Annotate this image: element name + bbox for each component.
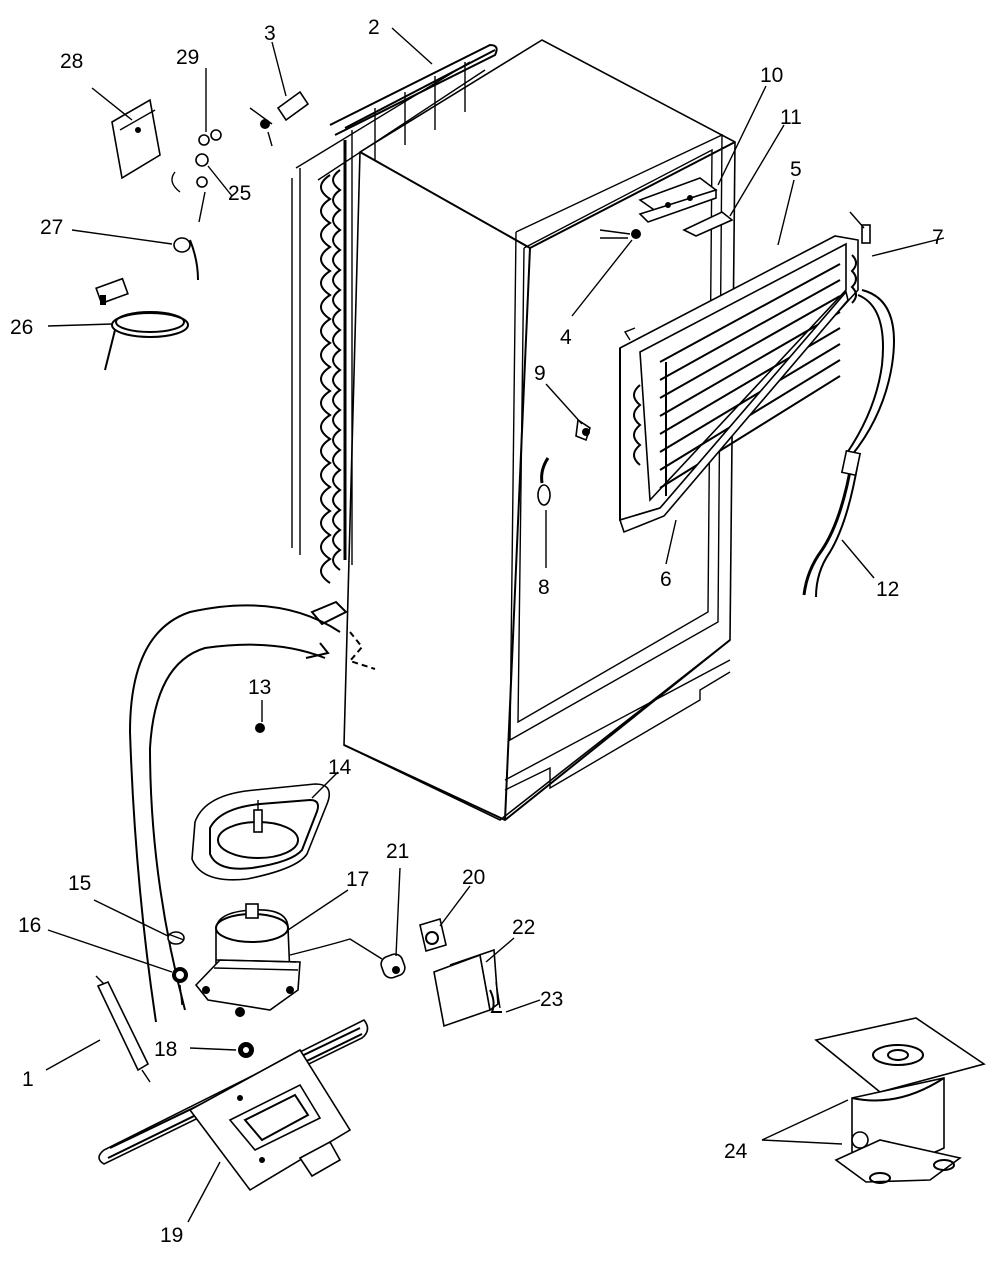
mounting-hardware bbox=[167, 931, 254, 1058]
callout-6: 6 bbox=[660, 568, 672, 591]
alternate-compressor bbox=[814, 1017, 986, 1184]
compressor bbox=[194, 903, 383, 1017]
callout-25: 25 bbox=[228, 182, 251, 205]
callout-5: 5 bbox=[790, 158, 802, 181]
callout-17: 17 bbox=[346, 868, 369, 891]
callout-1: 1 bbox=[22, 1068, 34, 1091]
callout-22: 22 bbox=[512, 916, 535, 939]
heat-exchanger-tube bbox=[802, 449, 862, 598]
callout-2: 2 bbox=[368, 16, 380, 39]
freezer-evaporator bbox=[618, 211, 895, 534]
power-cord bbox=[95, 98, 222, 371]
callout-11: 11 bbox=[780, 106, 802, 129]
callout-28: 28 bbox=[60, 50, 83, 73]
drain-pan bbox=[191, 723, 331, 881]
callout-24: 24 bbox=[724, 1140, 748, 1163]
callout-16: 16 bbox=[18, 914, 41, 937]
callout-19: 19 bbox=[160, 1224, 183, 1247]
cabinet-small-parts bbox=[537, 229, 641, 506]
callout-21: 21 bbox=[386, 840, 409, 863]
door-hinge bbox=[638, 177, 734, 237]
base-rail bbox=[98, 1018, 369, 1192]
callout-12: 12 bbox=[876, 578, 899, 601]
filter-drier bbox=[95, 975, 151, 1083]
callout-9: 9 bbox=[534, 362, 546, 385]
callout-15: 15 bbox=[68, 872, 91, 895]
callout-10: 10 bbox=[760, 64, 783, 87]
leader-lines bbox=[45, 27, 945, 1223]
electrical-components bbox=[380, 917, 502, 1028]
gasket-strip bbox=[249, 90, 310, 147]
callout-18: 18 bbox=[154, 1038, 177, 1061]
drain-hose bbox=[128, 600, 376, 1023]
callout-labels: 1 2 3 4 5 6 7 8 9 10 11 12 13 14 15 16 1… bbox=[10, 16, 944, 1247]
callout-13: 13 bbox=[248, 676, 271, 699]
callout-29: 29 bbox=[176, 46, 199, 69]
callout-3: 3 bbox=[264, 22, 276, 45]
callout-8: 8 bbox=[538, 576, 550, 599]
callout-14: 14 bbox=[328, 756, 352, 779]
callout-26: 26 bbox=[10, 316, 33, 339]
callout-20: 20 bbox=[462, 866, 485, 889]
callout-4: 4 bbox=[560, 326, 572, 349]
callout-23: 23 bbox=[540, 988, 563, 1011]
callout-7: 7 bbox=[932, 226, 944, 249]
callout-27: 27 bbox=[40, 216, 63, 239]
back-condenser bbox=[291, 43, 498, 584]
